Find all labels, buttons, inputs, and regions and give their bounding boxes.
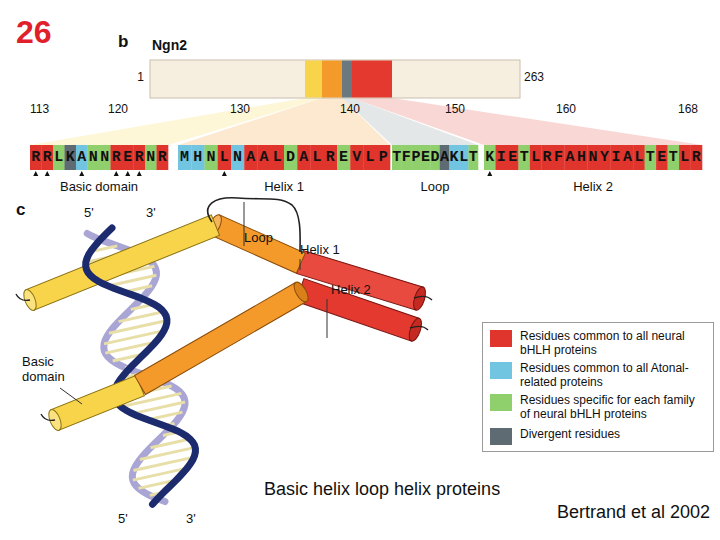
- zoom-fan: [352, 98, 702, 145]
- strand-end: 5': [118, 512, 128, 527]
- zoom-fan: [178, 98, 390, 145]
- sequence: MHNLNAALDALREVLP: [180, 145, 392, 170]
- helix1-cylinder: [135, 280, 311, 395]
- position-number: 160: [556, 103, 576, 117]
- helix2-cylinder: [296, 251, 427, 312]
- residue-cells: [30, 145, 702, 176]
- domain-label: Helix 2: [573, 180, 613, 195]
- slide-number: 26: [16, 14, 52, 51]
- legend-swatch: [490, 330, 512, 347]
- part-label: Loop: [244, 231, 273, 246]
- residue-marker: [45, 171, 50, 176]
- position-number: 168: [678, 103, 698, 117]
- protein-name: Ngn2: [152, 37, 187, 53]
- sequence: TFPEDAKLT: [392, 145, 478, 170]
- position-number: 130: [230, 103, 250, 117]
- caption: Basic helix loop helix proteins: [264, 479, 500, 500]
- part-label: Helix 2: [331, 283, 371, 298]
- legend-text: Divergent residues: [520, 427, 702, 441]
- legend-text: Residues specific for each family of neu…: [520, 393, 702, 422]
- position-number: 140: [340, 103, 360, 117]
- helix-cylinders-front: [46, 280, 311, 432]
- base-pair: [151, 439, 191, 448]
- position-number: 120: [108, 103, 128, 117]
- legend-text: Residues common to all Atonal-related pr…: [520, 361, 702, 390]
- part-label: Basic domain: [22, 355, 82, 385]
- helix1-segment: [322, 61, 342, 98]
- leader-line: [60, 388, 82, 404]
- leader-line: [300, 259, 301, 270]
- residue-marker: [79, 171, 84, 176]
- strand-end: 5': [84, 206, 94, 221]
- basic-cylinder: [21, 215, 219, 312]
- legend-swatch: [490, 362, 512, 379]
- loop-segment: [342, 61, 352, 98]
- citation: Bertrand et al 2002: [557, 502, 710, 523]
- part-label: Helix 1: [300, 243, 340, 258]
- strand-end: 3': [186, 512, 196, 527]
- domain-label: Helix 1: [264, 180, 304, 195]
- residue-marker: [33, 171, 38, 176]
- protein-bar: [150, 60, 520, 98]
- residue-marker: [137, 171, 142, 176]
- residue-marker: [125, 171, 130, 176]
- basic-segment: [305, 61, 322, 98]
- residue-marker: [222, 171, 227, 176]
- legend-text: Residues common to all neural bHLH prote…: [520, 329, 702, 358]
- helix1-cylinder: [206, 213, 305, 273]
- position-number: 150: [445, 103, 465, 117]
- residue-marker: [487, 171, 492, 176]
- residue-marker: [114, 171, 119, 176]
- strand-end: 3': [146, 206, 156, 221]
- panel-letter: c: [16, 200, 25, 220]
- chain-ends: [16, 294, 432, 420]
- legend-swatch: [490, 428, 512, 445]
- loop-line: [208, 198, 300, 252]
- base-pair: [119, 312, 164, 322]
- domain-label: Basic domain: [60, 180, 138, 195]
- legend-swatch: [490, 394, 512, 411]
- panel-letter: b: [118, 32, 128, 52]
- leader-line: [327, 299, 328, 338]
- position-number: 113: [30, 103, 49, 117]
- helix2-segment: [352, 61, 392, 98]
- position-number: 1: [137, 71, 144, 85]
- domain-label: Loop: [421, 180, 450, 195]
- sequence: KIETLRFAHNYIALTETLR: [485, 145, 703, 170]
- position-number: 263: [524, 71, 544, 85]
- sequence: RRLKANNRERNR: [31, 145, 169, 170]
